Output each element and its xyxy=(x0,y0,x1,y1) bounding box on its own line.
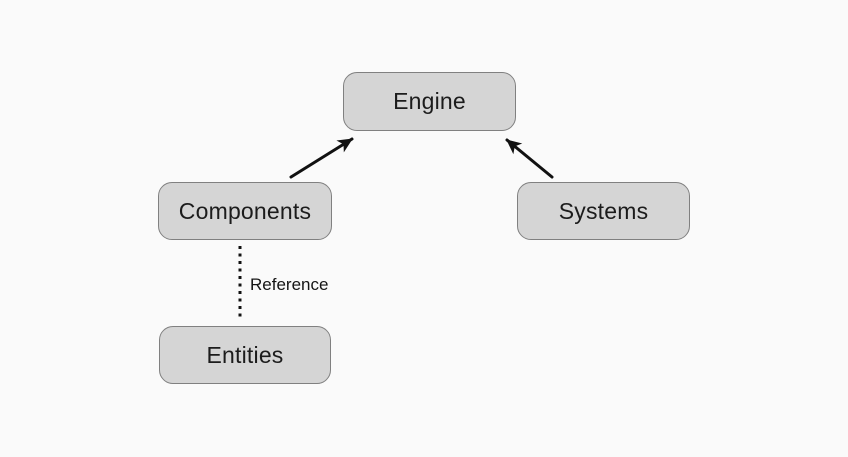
node-components: Components xyxy=(158,182,332,240)
edge-systems-to-engine-arrow xyxy=(505,138,554,179)
node-engine: Engine xyxy=(343,72,516,131)
node-engine-label: Engine xyxy=(393,88,466,114)
node-components-label: Components xyxy=(178,197,312,224)
edge-components-to-engine-arrow xyxy=(289,137,354,179)
edge-label-reference: Reference xyxy=(250,275,329,294)
node-entities: Entities xyxy=(159,326,331,384)
node-entities-label: Entities xyxy=(206,341,284,368)
node-systems: Systems xyxy=(517,182,690,240)
node-systems-label: Systems xyxy=(558,197,649,224)
